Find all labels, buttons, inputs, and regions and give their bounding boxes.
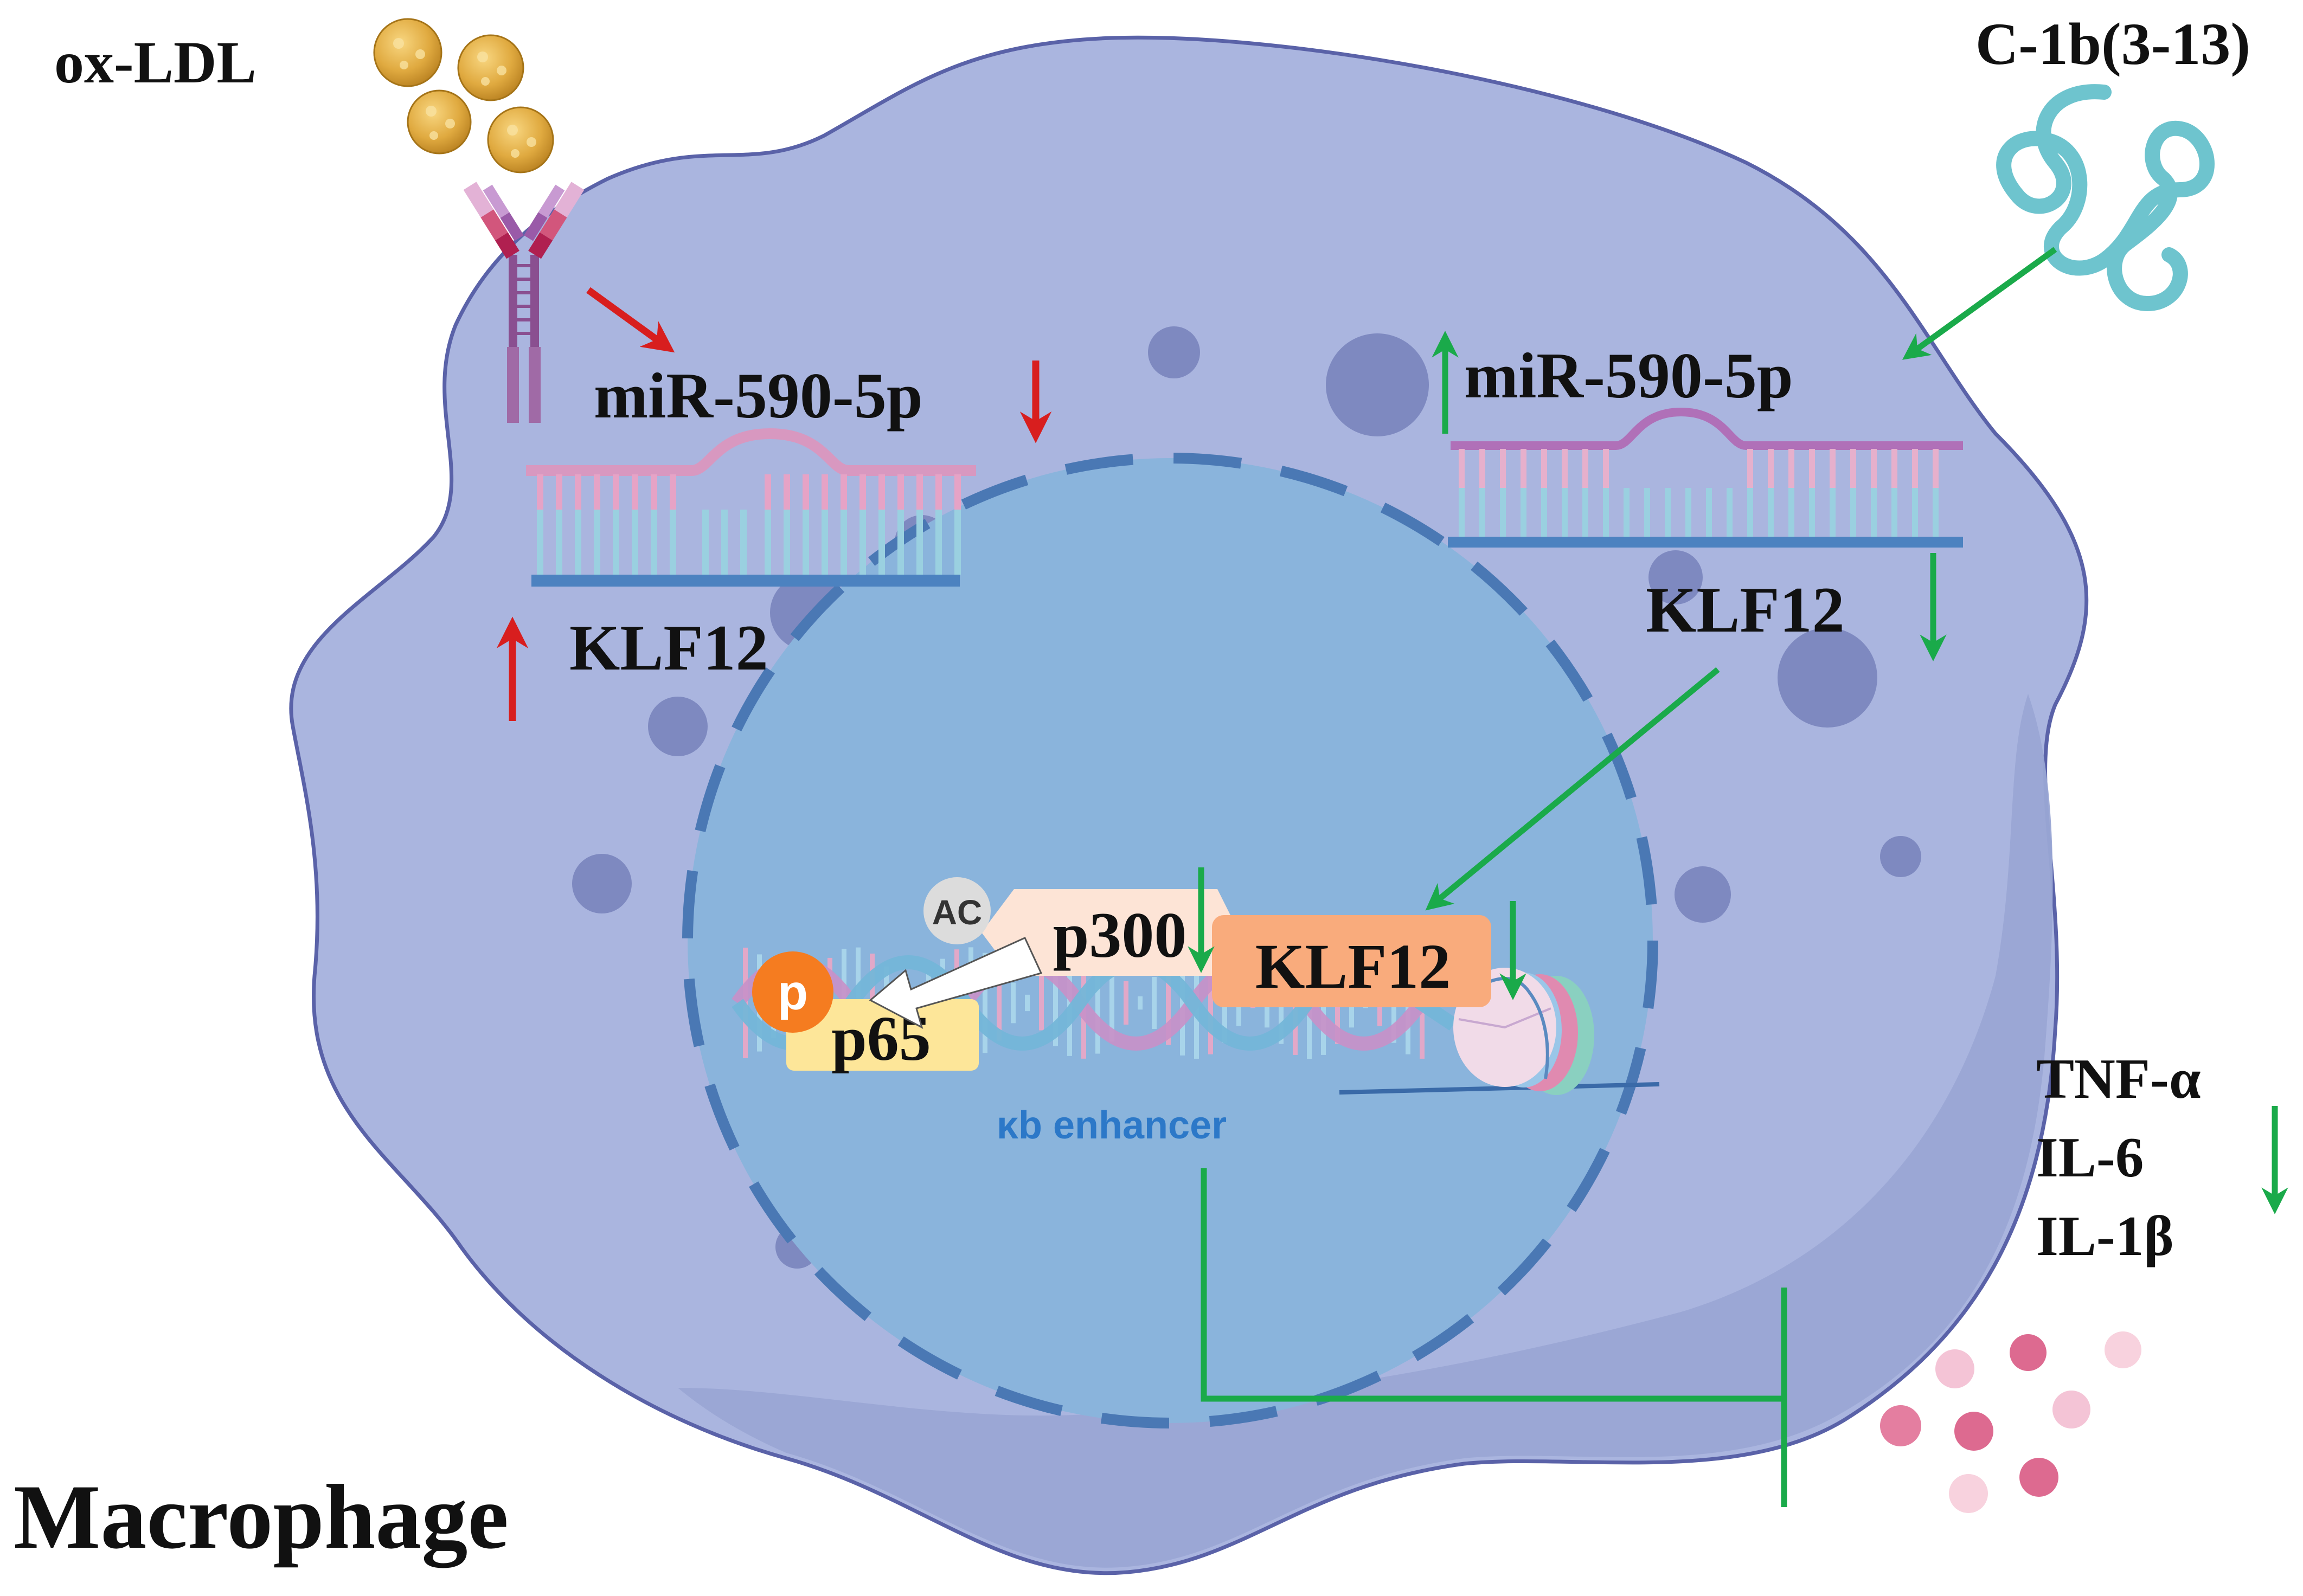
klf12-nucleus-box <box>1212 915 1491 1007</box>
phospho-label: p <box>778 965 808 1020</box>
ox-ldl-particles <box>373 18 554 173</box>
c1b-peptide-icon <box>1996 84 2215 312</box>
mirna-duplex-left <box>526 428 976 587</box>
klf12-right-label: KLF12 <box>1646 574 1845 646</box>
green-arrows <box>1188 247 2288 1214</box>
macrophage-label: Macrophage <box>14 1466 509 1568</box>
mirna-duplex-right <box>1448 407 1963 548</box>
membrane-fold <box>678 694 2053 1568</box>
ac-badge <box>923 877 991 944</box>
klf12-left-label: KLF12 <box>569 612 768 684</box>
membrane-receptor-icon <box>463 182 585 423</box>
cytokine-particles <box>1880 1331 2141 1513</box>
mir-left-label: miR-590-5p <box>594 359 923 432</box>
phospho-badge <box>752 951 833 1033</box>
ac-label: AC <box>932 893 982 932</box>
cytokine-il1b-label: IL-1β <box>2036 1204 2174 1267</box>
ox-ldl-label: ox-LDL <box>54 29 256 95</box>
p300-box <box>981 889 1239 976</box>
klf12-to-nucleus-arrow <box>1425 667 1720 911</box>
klf12-nucleus-label: KLF12 <box>1255 931 1451 1002</box>
c1b-to-mir-arrow <box>1902 247 2057 360</box>
p65-box <box>786 999 979 1071</box>
c1b-label: C-1b(3-13) <box>1975 11 2250 77</box>
acetylation-arrow <box>869 937 1043 1029</box>
kb-enhancer-label: κb enhancer <box>997 1104 1227 1147</box>
receptor-to-mir-arrow <box>586 287 675 353</box>
p300-label: p300 <box>1053 899 1187 971</box>
cytokine-tnf-label: TNF-α <box>2036 1047 2201 1110</box>
mir-right-label: miR-590-5p <box>1464 339 1793 411</box>
red-arrows <box>496 287 1052 721</box>
inhibition-line <box>1201 1168 1787 1507</box>
cytokine-il6-label: IL-6 <box>2036 1125 2144 1189</box>
